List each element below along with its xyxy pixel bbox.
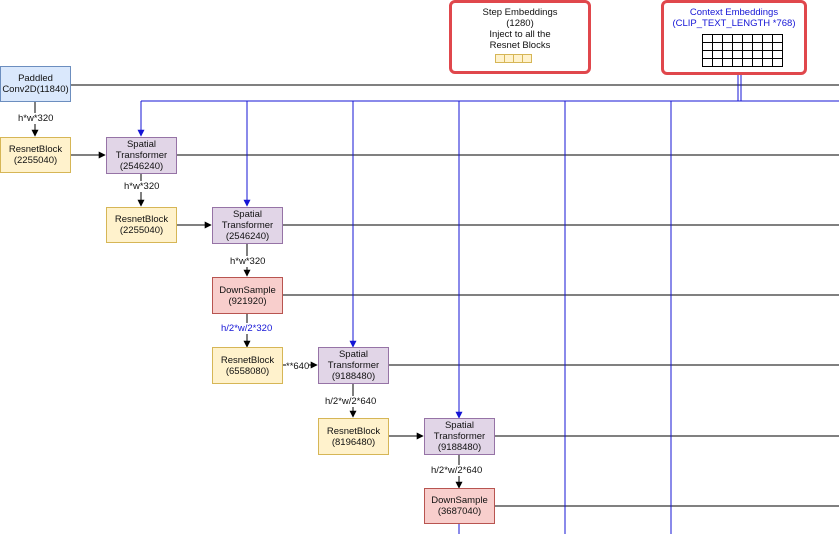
edge-label-spatial1-to-resnet2: h*w*320 [123,181,161,192]
conv-in-params: Conv2D(11840) [2,84,69,95]
step-embeddings-inject-line1: Inject to all the [489,29,551,40]
resnet-block-4-label: ResnetBlock [326,425,381,437]
context-embeddings-size: (CLIP_TEXT_LENGTH *768) [672,18,796,29]
resnet-block-2-label: ResnetBlock [114,214,169,225]
edge-label-spatial3-to-resnet4: h/2*w/2*640 [324,396,378,407]
downsample-2-label: DownSample [431,495,488,506]
resnet-block-2-params: (2255040) [119,225,164,236]
spatial-transformer-1-label2: Transformer [115,150,168,161]
resnet-block-3-params: (6558080) [225,365,270,377]
resnet-block-3-label: ResnetBlock [220,354,275,366]
conv-in-node: Paddled Conv2D(11840) [0,66,71,102]
spatial-transformer-4-label2: Transformer [433,431,486,442]
spatial-transformer-2-label1: Spatial [232,209,263,220]
context-embedding-bus [137,75,839,534]
context-embedding-matrix-icon [702,34,783,67]
resnet-block-1-params: (2255040) [13,155,58,166]
resnet-block-1-label: ResnetBlock [8,144,63,155]
downsample-1-label: DownSample [219,284,276,296]
skip-connection-lines [70,84,839,507]
spatial-transformer-3-params: (9188480) [331,371,376,382]
context-embeddings-callout: Context Embeddings (CLIP_TEXT_LENGTH *76… [661,0,807,75]
edge-label-spatial2-to-down1: h*w*320 [229,256,267,267]
spatial-transformer-1: Spatial Transformer (2546240) [106,137,177,174]
step-embeddings-size: (1280) [506,18,534,29]
resnet-block-4-params: (8196480) [331,436,376,448]
spatial-transformer-2-label2: Transformer [221,220,274,231]
spatial-transformer-3-label2: Transformer [327,360,380,371]
context-embeddings-title: Context Embeddings [689,7,779,18]
spatial-transformer-1-label1: Spatial [126,139,157,150]
downsample-1-params: (921920) [228,295,267,307]
spatial-transformer-3-label1: Spatial [338,349,369,360]
conv-in-label: Paddled [18,73,53,84]
step-embeddings-inject-line2: Resnet Blocks [489,40,551,51]
resnet-block-1: ResnetBlock (2255040) [0,137,71,173]
step-embedding-vector-icon [495,54,532,63]
resnet-block-2: ResnetBlock (2255040) [106,207,177,243]
resnet-block-4: ResnetBlock (8196480) [318,418,389,455]
spatial-transformer-3: Spatial Transformer (9188480) [318,347,389,384]
spatial-transformer-4-params: (9188480) [437,442,482,453]
step-embeddings-title: Step Embeddings [482,7,558,18]
spatial-transformer-4-label1: Spatial [444,420,475,431]
spatial-transformer-2-params: (2546240) [225,231,270,242]
spatial-transformer-2: Spatial Transformer (2546240) [212,207,283,244]
step-embeddings-callout: Step Embeddings (1280) Inject to all the… [449,0,591,74]
edge-label-conv-to-resnet1: h*w*320 [17,113,55,124]
edge-label-spatial4-to-down2: h/2*w/2*640 [430,465,484,476]
edge-label-resnet3-to-spatial3: **640 [286,361,310,372]
spatial-transformer-1-params: (2546240) [119,161,164,172]
spatial-transformer-4: Spatial Transformer (9188480) [424,418,495,455]
edge-label-down1-to-resnet3: h/2*w/2*320 [220,323,274,334]
downsample-2-params: (3687040) [437,506,482,517]
downsample-2: DownSample (3687040) [424,488,495,524]
resnet-block-3: ResnetBlock (6558080) [212,347,283,384]
downsample-1: DownSample (921920) [212,277,283,314]
